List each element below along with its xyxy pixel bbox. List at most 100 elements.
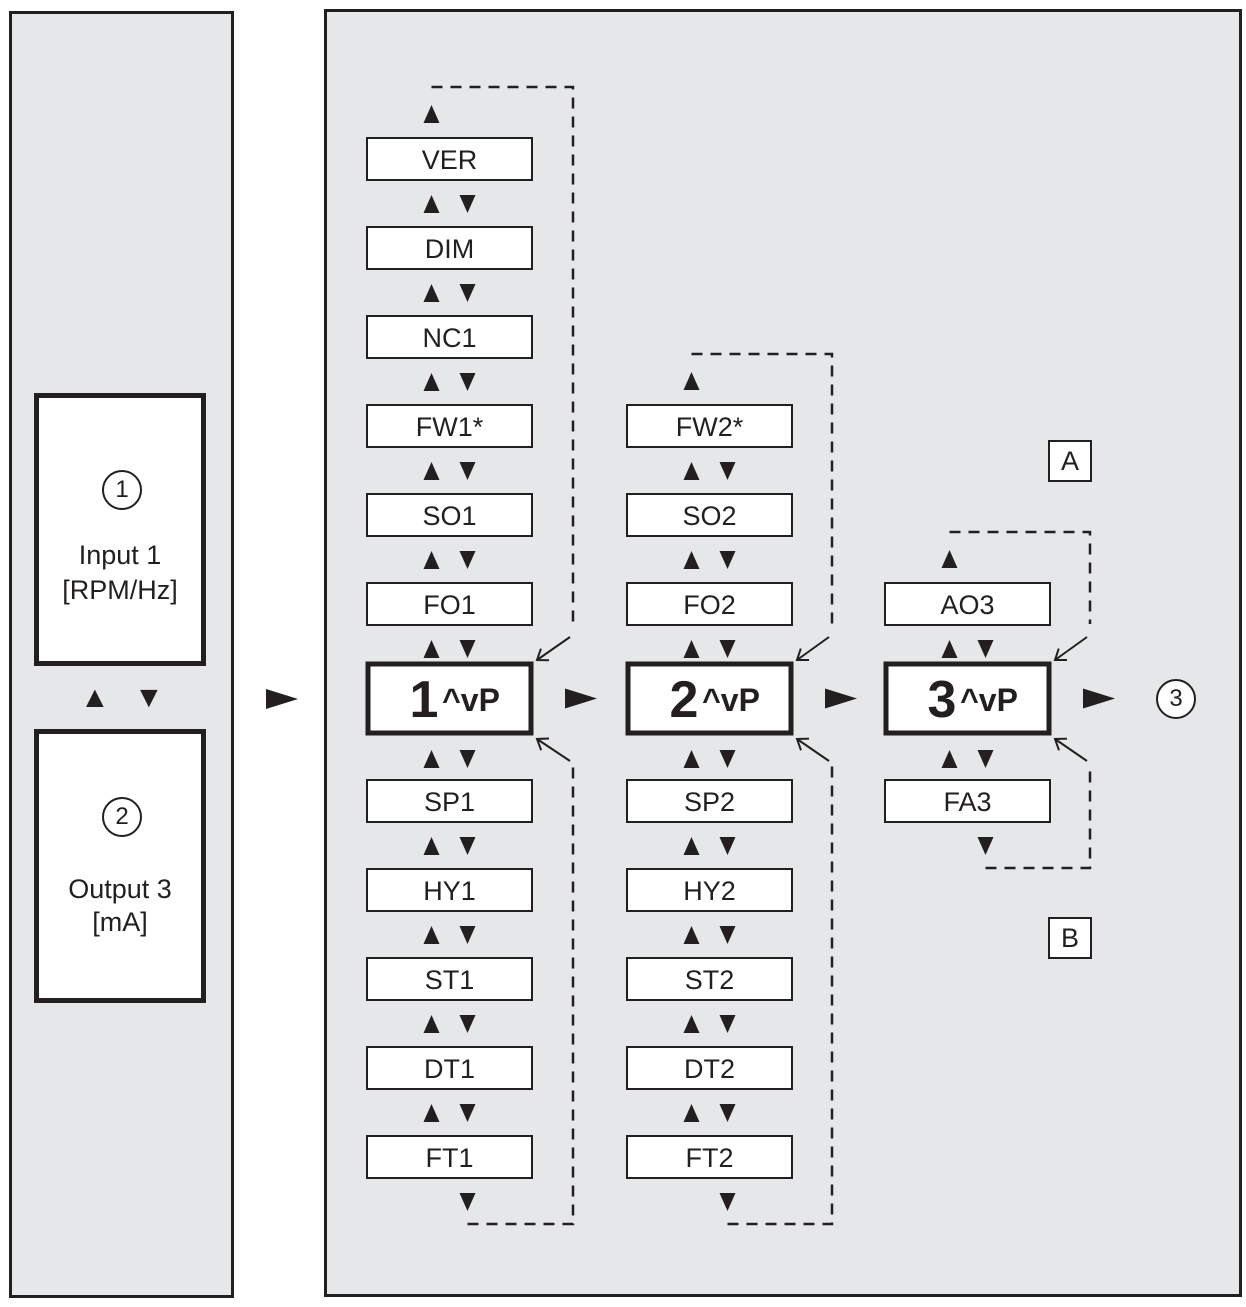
label-b-box: B [1048, 917, 1092, 959]
nav-up-arrow-icon [683, 837, 700, 855]
channel-2-lower-return-arrow-head [795, 737, 810, 751]
entry-arrow-icon [266, 689, 298, 709]
menu-item-FO2-box[interactable] [626, 582, 793, 626]
channel-1-lower-return-arrow [536, 738, 571, 762]
menu-item-ST2-box[interactable] [626, 957, 793, 1001]
menu-item-HY1-box[interactable] [366, 868, 533, 912]
nav-up-arrow-icon [423, 1104, 440, 1122]
nav-down-arrow-icon [719, 1015, 736, 1033]
menu-item-FW1-box[interactable] [366, 404, 533, 448]
menu-item-DIM-box[interactable] [366, 226, 533, 270]
nav-down-arrow-icon [719, 837, 736, 855]
nav-up-arrow-icon [423, 195, 440, 213]
input-unit: [RPM/Hz] [62, 575, 178, 605]
menu-item-SP1-label: SP1 [424, 787, 475, 817]
channel-3-lower-loop-line [985, 765, 1092, 870]
nav-up-arrow-icon [683, 640, 700, 658]
menu-item-NC1-label: NC1 [422, 323, 476, 353]
channel-1-header-suffix: ^vP [442, 682, 500, 718]
channel-3-wrap-up-arrow-icon [941, 550, 958, 568]
channel-3-upper-return-arrow [1054, 636, 1088, 661]
menu-item-FT1-box[interactable] [366, 1135, 533, 1179]
nav-down-arrow-icon [719, 640, 736, 658]
menu-item-SO2-box[interactable] [626, 493, 793, 537]
menu-item-FW2-label: FW2* [676, 412, 744, 442]
input-marker-circle: 1 [102, 470, 142, 510]
menu-item-FT2-label: FT2 [685, 1143, 733, 1173]
menu-item-ST1-box[interactable] [366, 957, 533, 1001]
channel-1-next-arrow-icon [565, 688, 597, 709]
menu-item-SO1-label: SO1 [422, 501, 476, 531]
output-3-box[interactable]: 2 Output 3 [mA] [34, 729, 206, 1003]
channel-3-header-digit: 3 [928, 671, 957, 729]
nav-up-arrow-icon [683, 926, 700, 944]
nav-up-arrow-icon [423, 640, 440, 658]
nav-down-arrow-icon [719, 926, 736, 944]
menu-item-ST1-label: ST1 [425, 965, 475, 995]
menu-item-FW1-label: FW1* [416, 412, 484, 442]
toggle-down-arrow-icon[interactable]: ▼ [134, 681, 164, 714]
menu-item-HY1-label: HY1 [423, 876, 476, 906]
channel-3-wrap-down-arrow-icon [977, 837, 994, 855]
menu-item-FT2-box[interactable] [626, 1135, 793, 1179]
menu-item-SP2-label: SP2 [684, 787, 735, 817]
menu-item-AO3-label: AO3 [940, 590, 994, 620]
input-1-box[interactable]: 1 Input 1 [RPM/Hz] [34, 393, 206, 666]
nav-down-arrow-icon [719, 551, 736, 569]
channel-2-upper-return-arrow-head [795, 648, 810, 662]
channel-2-wrap-down-arrow-icon [719, 1193, 736, 1211]
channel-3-lower-return-arrow [1054, 738, 1088, 762]
menu-item-SP1-box[interactable] [366, 779, 533, 823]
menu-item-FT1-label: FT1 [425, 1143, 473, 1173]
nav-up-arrow-icon [683, 1015, 700, 1033]
nav-up-arrow-icon [423, 926, 440, 944]
menu-item-FA3-box[interactable] [884, 779, 1051, 823]
output-marker-circle: 2 [102, 797, 142, 837]
menu-item-SO1-box[interactable] [366, 493, 533, 537]
nav-down-arrow-icon [977, 750, 994, 768]
nav-down-arrow-icon [459, 1015, 476, 1033]
channel-1-lower-return-arrow-head [535, 737, 550, 751]
exit-marker-circle: 3 [1156, 679, 1196, 719]
toggle-up-arrow-icon[interactable]: ▲ [80, 681, 110, 714]
channel-3-header-box[interactable] [883, 661, 1052, 736]
nav-down-arrow-icon [719, 462, 736, 480]
channel-1-upper-return-arrow-head [535, 648, 550, 662]
channel-3-lower-return-arrow-head [1053, 737, 1068, 751]
menu-item-SO2-label: SO2 [682, 501, 736, 531]
menu-item-HY2-box[interactable] [626, 868, 793, 912]
menu-item-VER-box[interactable] [366, 137, 533, 181]
channel-1-wrap-down-arrow-icon [459, 1193, 476, 1211]
menu-item-FO1-box[interactable] [366, 582, 533, 626]
channel-3-header-suffix: ^vP [960, 682, 1018, 718]
menu-item-SP2-box[interactable] [626, 779, 793, 823]
nav-down-arrow-icon [459, 551, 476, 569]
channel-1-wrap-up-arrow-icon [423, 105, 440, 123]
channel-2-header-box[interactable] [625, 661, 794, 736]
nav-up-arrow-icon [683, 551, 700, 569]
nav-down-arrow-icon [459, 837, 476, 855]
nav-down-arrow-icon [719, 750, 736, 768]
menu-item-FO2-label: FO2 [683, 590, 736, 620]
menu-item-DT1-box[interactable] [366, 1046, 533, 1090]
nav-up-arrow-icon [423, 373, 440, 391]
channel-2-lower-loop-line [727, 765, 834, 1226]
channel-2-next-arrow-icon [825, 688, 857, 709]
menu-item-FA3-label: FA3 [943, 787, 991, 817]
label-a-box: A [1048, 440, 1092, 482]
channel-3-upper-return-arrow-head [1053, 648, 1068, 662]
menu-item-NC1-box[interactable] [366, 315, 533, 359]
menu-item-FW2-box[interactable] [626, 404, 793, 448]
menu-item-AO3-box[interactable] [884, 582, 1051, 626]
output-label: Output 3 [68, 874, 172, 904]
channel-1-header-box[interactable] [365, 661, 534, 736]
channel-2-lower-return-arrow [796, 738, 830, 762]
nav-down-arrow-icon [459, 462, 476, 480]
menu-item-DT2-box[interactable] [626, 1046, 793, 1090]
nav-down-arrow-icon [459, 373, 476, 391]
menu-item-ST2-label: ST2 [685, 965, 735, 995]
output-unit: [mA] [92, 907, 148, 937]
nav-up-arrow-icon [683, 750, 700, 768]
nav-down-arrow-icon [459, 640, 476, 658]
